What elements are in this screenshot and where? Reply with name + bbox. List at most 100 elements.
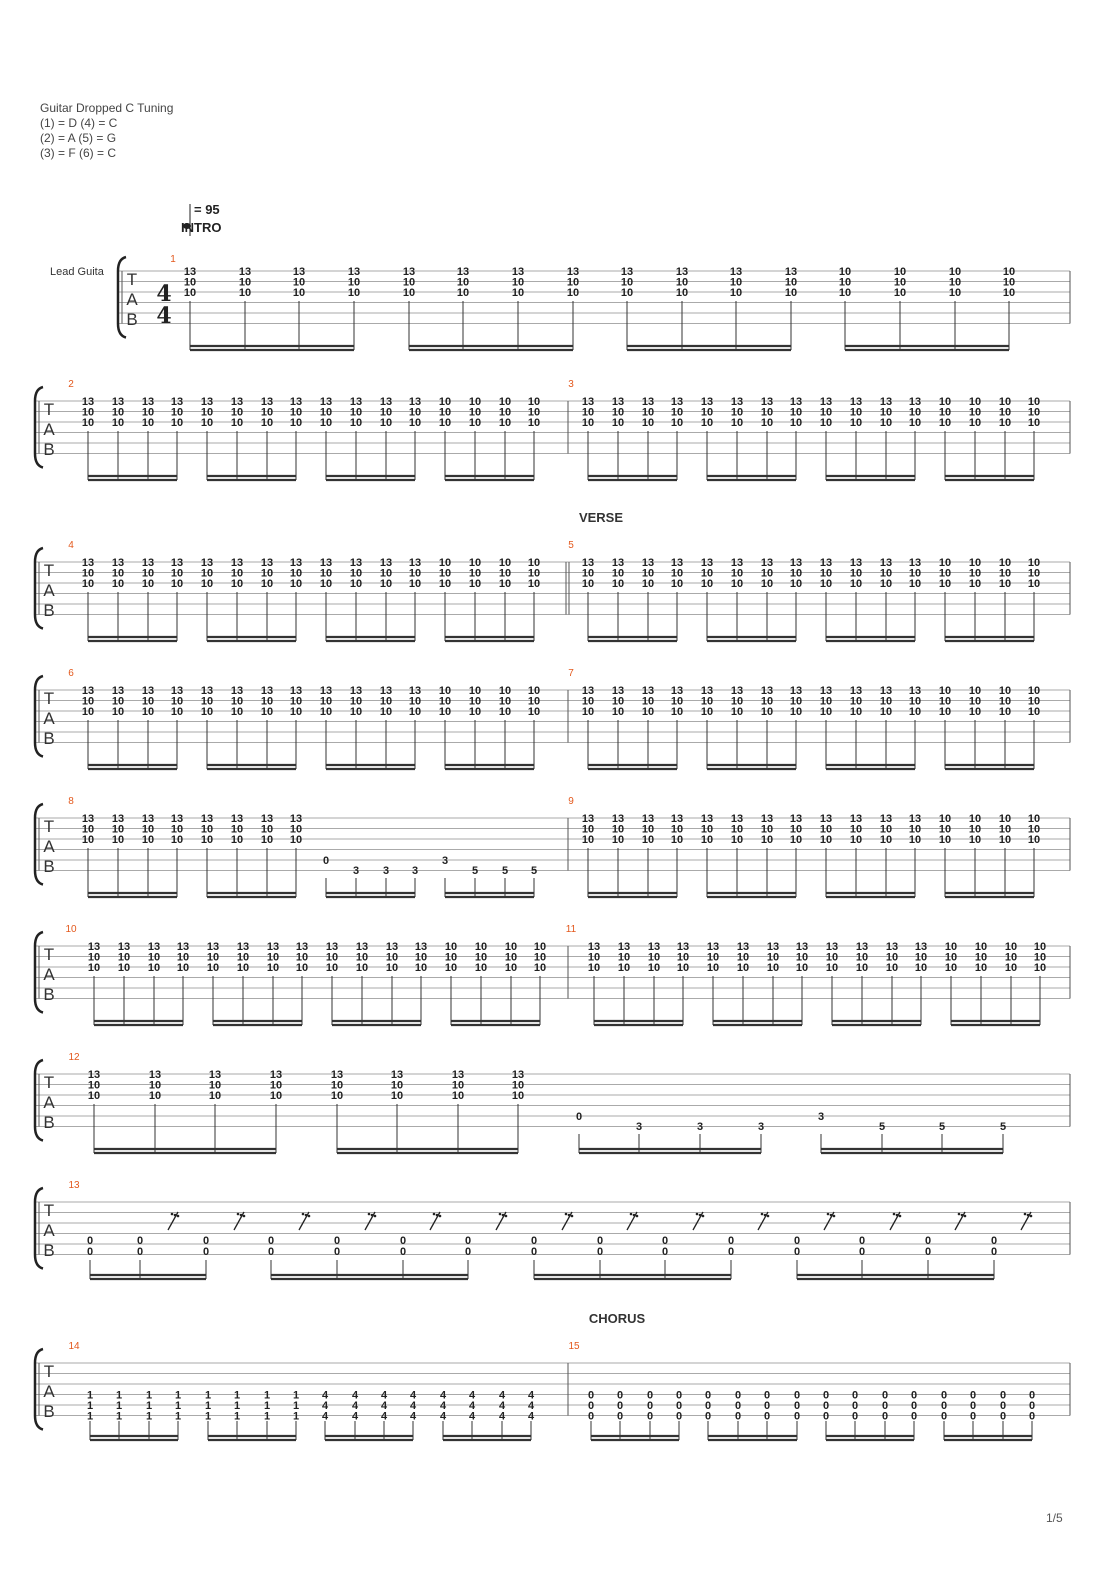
fret-number: 13	[642, 557, 654, 569]
fret-number: 10	[648, 962, 660, 974]
fret-number: 0	[794, 1400, 800, 1412]
fret-number: 13	[701, 813, 713, 825]
fret-number: 10	[731, 834, 743, 846]
fret-number: 1	[116, 1390, 122, 1402]
slash-dot	[698, 1213, 702, 1217]
fret-number: 10	[969, 568, 981, 580]
slash-mark	[429, 1211, 441, 1231]
fret-number: 10	[184, 287, 196, 299]
fret-number: 10	[969, 834, 981, 846]
fret-number: 10	[237, 952, 249, 964]
fret-number: 10	[969, 557, 981, 569]
tab-letter-b: B	[43, 440, 54, 459]
fret-number: 10	[939, 696, 951, 708]
fret-number: 13	[171, 685, 183, 697]
fret-number: 13	[790, 813, 802, 825]
fret-number: 0	[400, 1246, 406, 1258]
fret-number: 0	[662, 1235, 668, 1247]
fret-number: 1	[175, 1390, 181, 1402]
fret-number: 0	[794, 1390, 800, 1402]
fret-number: 10	[261, 834, 273, 846]
fret-number: 13	[142, 557, 154, 569]
fret-number: 10	[439, 706, 451, 718]
slash-dot	[760, 1212, 764, 1216]
fret-number: 10	[671, 568, 683, 580]
fret-number: 13	[293, 266, 305, 278]
fret-number: 0	[705, 1390, 711, 1402]
fret-number: 0	[334, 1235, 340, 1247]
slash-dot	[957, 1212, 961, 1216]
fret-number: 10	[850, 568, 862, 580]
fret-number: 10	[112, 417, 124, 429]
fret-number: 0	[531, 1235, 537, 1247]
tab-letter-a: A	[43, 965, 55, 984]
fret-number: 10	[642, 417, 654, 429]
fret-number: 13	[326, 941, 338, 953]
fret-number: 0	[852, 1411, 858, 1423]
fret-number: 10	[469, 557, 481, 569]
measure-number: 14	[68, 1341, 80, 1352]
fret-number: 10	[909, 696, 921, 708]
fret-number: 4	[381, 1411, 388, 1423]
fret-number: 13	[237, 941, 249, 953]
fret-number: 10	[701, 407, 713, 419]
fret-number: 13	[82, 685, 94, 697]
fret-number: 10	[850, 824, 862, 836]
fret-number: 1	[87, 1400, 93, 1412]
fret-number: 10	[737, 962, 749, 974]
fret-number: 1	[205, 1411, 211, 1423]
fret-number: 10	[261, 407, 273, 419]
fret-number: 13	[290, 685, 302, 697]
fret-number: 10	[701, 834, 713, 846]
measure-number: 6	[68, 668, 74, 679]
fret-number: 10	[612, 407, 624, 419]
fret-number: 5	[472, 865, 478, 877]
fret-number: 10	[612, 578, 624, 590]
fret-number: 13	[348, 266, 360, 278]
fret-number: 10	[290, 407, 302, 419]
fret-number: 13	[642, 685, 654, 697]
fret-number: 13	[731, 813, 743, 825]
fret-number: 10	[475, 962, 487, 974]
fret-number: 10	[331, 1080, 343, 1092]
fret-number: 10	[296, 952, 308, 964]
fret-number: 10	[499, 407, 511, 419]
fret-number: 13	[621, 266, 633, 278]
fret-number: 10	[201, 824, 213, 836]
fret-number: 0	[911, 1411, 917, 1423]
fret-number: 10	[731, 706, 743, 718]
fret-number: 13	[761, 685, 773, 697]
fret-number: 10	[201, 696, 213, 708]
fret-number: 10	[648, 952, 660, 964]
fret-number: 10	[612, 824, 624, 836]
fret-number: 13	[790, 396, 802, 408]
fret-number: 13	[850, 557, 862, 569]
fret-number: 10	[820, 696, 832, 708]
fret-number: 10	[1003, 266, 1015, 278]
fret-number: 0	[1029, 1400, 1035, 1412]
fret-number: 13	[731, 557, 743, 569]
fret-number: 4	[440, 1390, 447, 1402]
fret-number: 10	[118, 962, 130, 974]
fret-number: 10	[677, 962, 689, 974]
fret-number: 10	[171, 706, 183, 718]
fret-number: 10	[671, 407, 683, 419]
fret-number: 13	[118, 941, 130, 953]
fret-number: 0	[794, 1411, 800, 1423]
tab-letter-t: T	[44, 817, 54, 836]
fret-number: 10	[439, 696, 451, 708]
fret-number: 10	[886, 952, 898, 964]
fret-number: 13	[112, 557, 124, 569]
fret-number: 10	[939, 834, 951, 846]
slash-dot	[438, 1214, 442, 1218]
fret-number: 0	[1029, 1390, 1035, 1402]
fret-number: 10	[820, 417, 832, 429]
fret-number: 10	[820, 834, 832, 846]
fret-number: 10	[201, 706, 213, 718]
tab-letter-a: A	[43, 581, 55, 600]
fret-number: 3	[383, 865, 389, 877]
fret-number: 3	[818, 1111, 824, 1123]
section-intro: INTRO	[181, 220, 221, 235]
measure-number: 1	[170, 254, 176, 265]
fret-number: 13	[909, 813, 921, 825]
